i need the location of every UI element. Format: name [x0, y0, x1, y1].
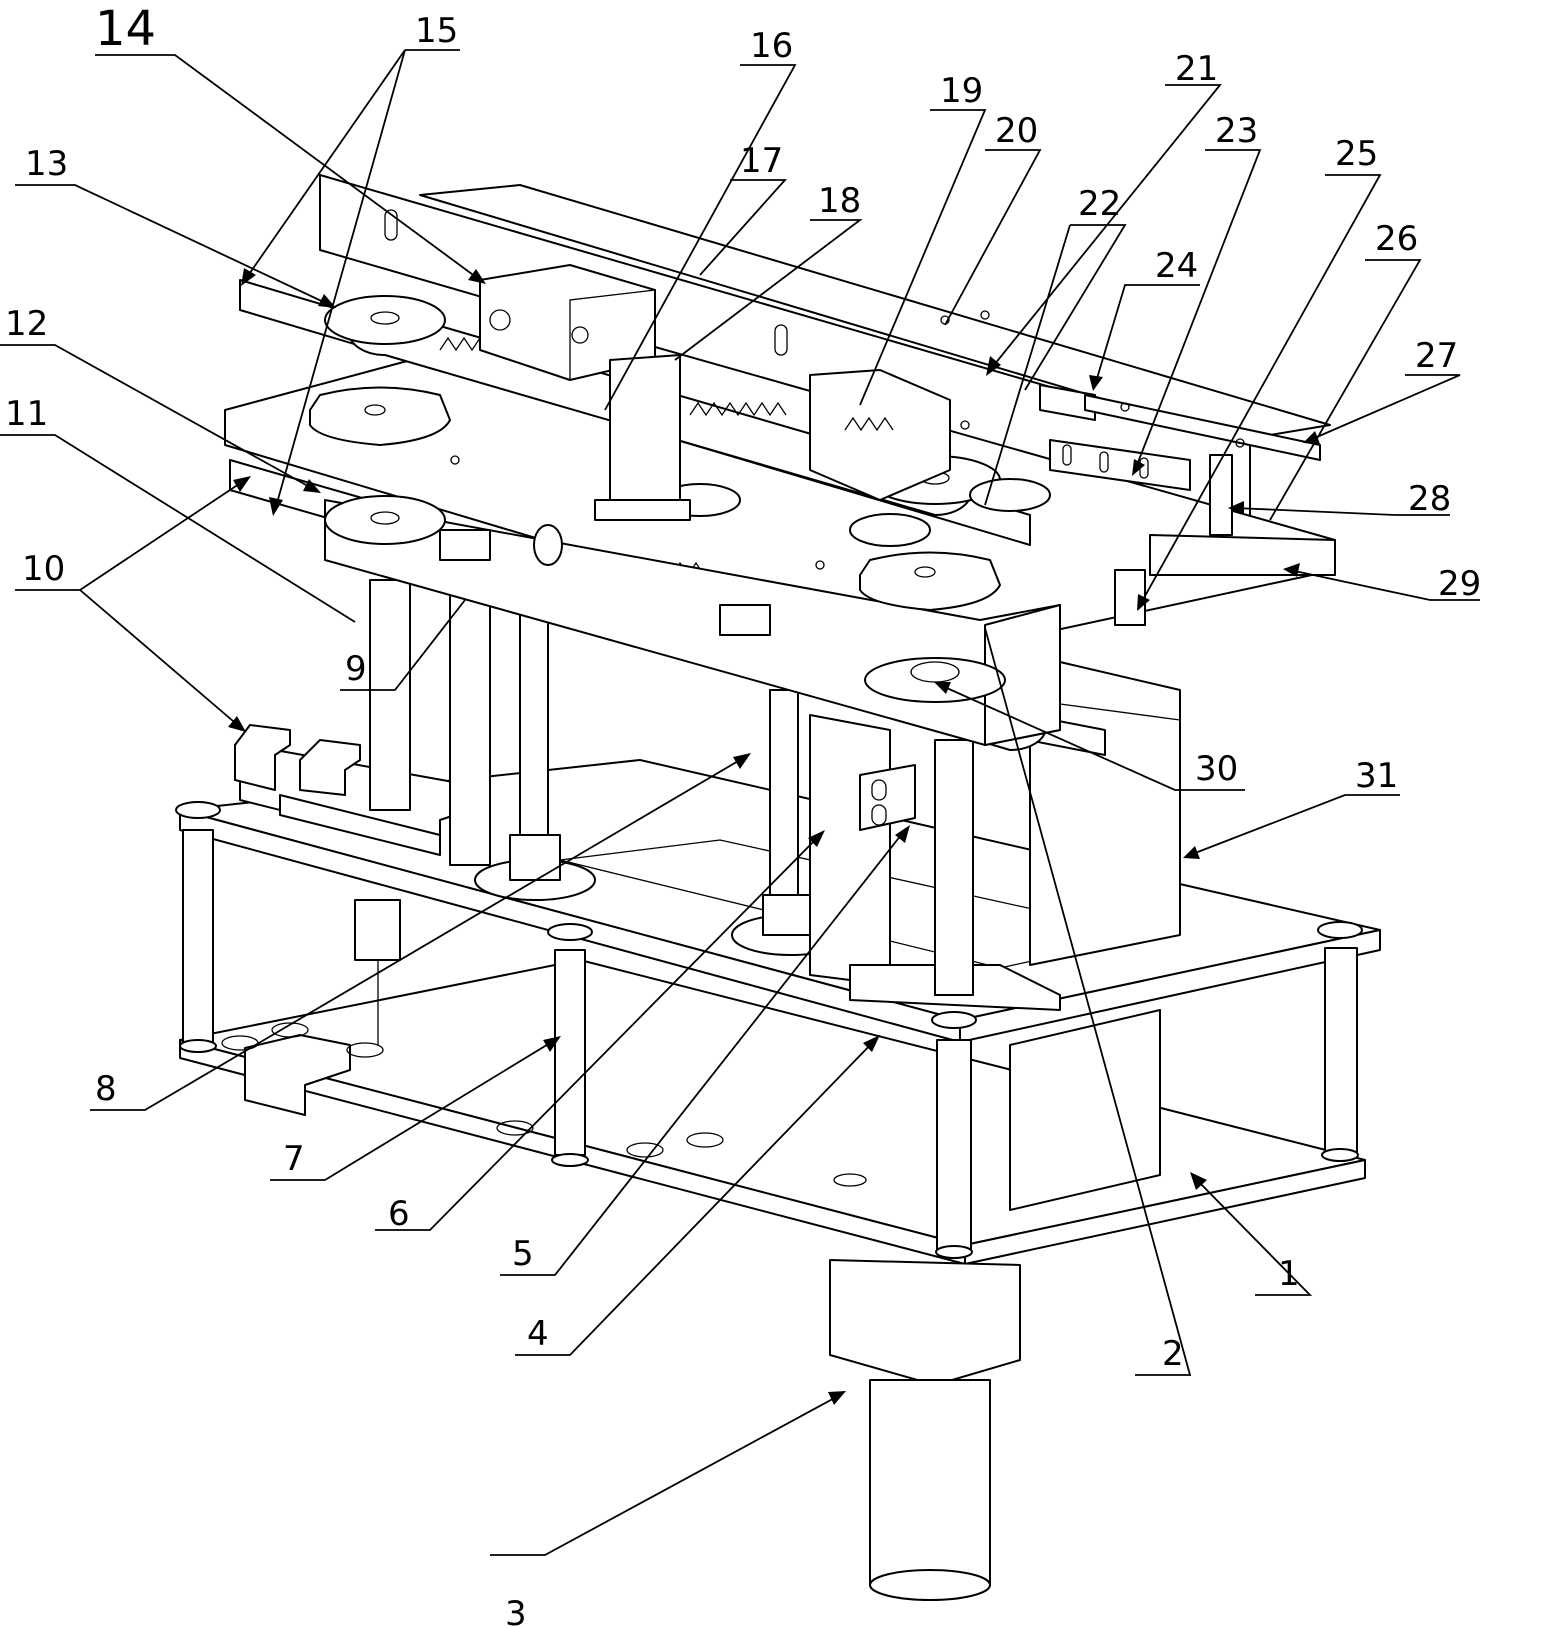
pulley-lower-right	[864, 657, 1006, 703]
motor-body	[869, 1379, 991, 1586]
uprights	[234, 569, 1181, 1011]
label-4: 4	[527, 1314, 549, 1354]
label-19: 19	[940, 71, 983, 111]
column-front-left	[182, 829, 214, 1046]
pulley-upper-left	[324, 295, 446, 345]
label-3: 3	[505, 1594, 527, 1628]
label-13: 13	[25, 144, 68, 184]
label-31: 31	[1355, 756, 1398, 796]
label-6: 6	[388, 1194, 410, 1234]
label-25: 25	[1335, 134, 1378, 174]
conveyor-frame	[224, 174, 1336, 756]
label-9: 9	[345, 649, 367, 689]
label-24: 24	[1155, 246, 1198, 286]
label-23: 23	[1215, 111, 1258, 151]
label-21: 21	[1175, 49, 1218, 89]
label-30: 30	[1195, 749, 1238, 789]
label-22: 22	[1078, 184, 1121, 224]
label-5: 5	[512, 1234, 534, 1274]
label-8: 8	[95, 1069, 117, 1109]
label-15: 15	[415, 11, 458, 51]
shaft-right	[934, 739, 974, 996]
label-2: 2	[1162, 1334, 1184, 1374]
label-17: 17	[740, 141, 783, 181]
bottom-bracket	[244, 1034, 351, 1116]
label-7: 7	[283, 1139, 305, 1179]
label-18: 18	[818, 181, 861, 221]
label-28: 28	[1408, 479, 1451, 519]
callout-labels: 1 2 3 4 5 6 7 8 9 10 11 12 13 14 15 16 1…	[5, 1, 1481, 1628]
pulley-lower-left	[324, 495, 446, 545]
label-10: 10	[22, 549, 65, 589]
motor-housing	[829, 1259, 1021, 1386]
leader-lines	[0, 49, 1480, 1556]
label-26: 26	[1375, 219, 1418, 259]
label-12: 12	[5, 304, 48, 344]
column-mid	[554, 949, 586, 1156]
column-front-right	[936, 1039, 972, 1251]
label-27: 27	[1415, 336, 1458, 376]
label-1: 1	[1278, 1254, 1300, 1294]
column-back-right	[1324, 947, 1358, 1154]
main-plate	[224, 319, 1336, 681]
label-16: 16	[750, 26, 793, 66]
label-29: 29	[1438, 564, 1481, 604]
label-14: 14	[95, 1, 156, 57]
label-11: 11	[5, 394, 48, 434]
label-20: 20	[995, 111, 1038, 151]
shaft-left	[369, 579, 411, 811]
